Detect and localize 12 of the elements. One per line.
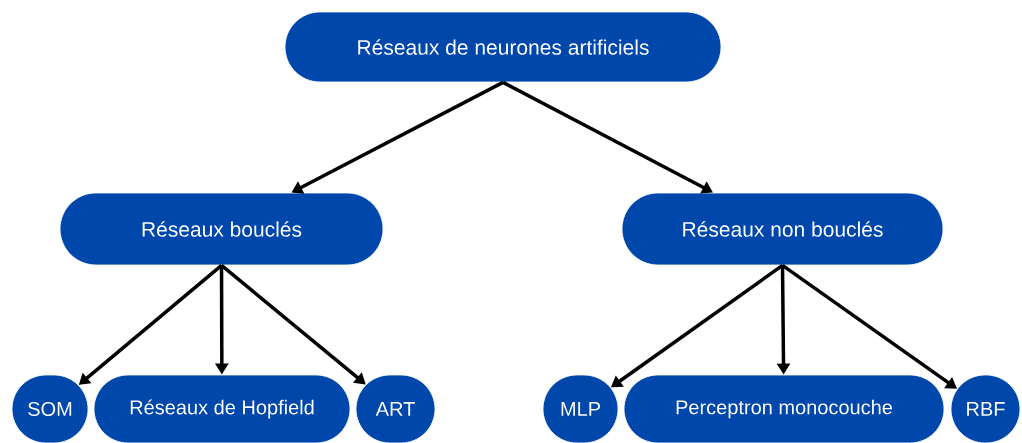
category-box: Réseaux bouclés (59, 192, 384, 266)
category-box: ART (355, 374, 436, 443)
category-box: Réseaux de neurones artificiels (284, 11, 722, 83)
category-box: SOM (11, 374, 89, 443)
arrow (220, 264, 366, 385)
arrow (781, 263, 957, 389)
category-box: Réseaux non bouclés (621, 192, 944, 266)
category-box: MLP (542, 374, 619, 443)
category-box: RBF (950, 374, 1021, 443)
arrow (502, 80, 713, 194)
category-box: Perceptron monocouche (623, 374, 945, 443)
category-box: Réseaux de Hopfield (93, 374, 351, 443)
